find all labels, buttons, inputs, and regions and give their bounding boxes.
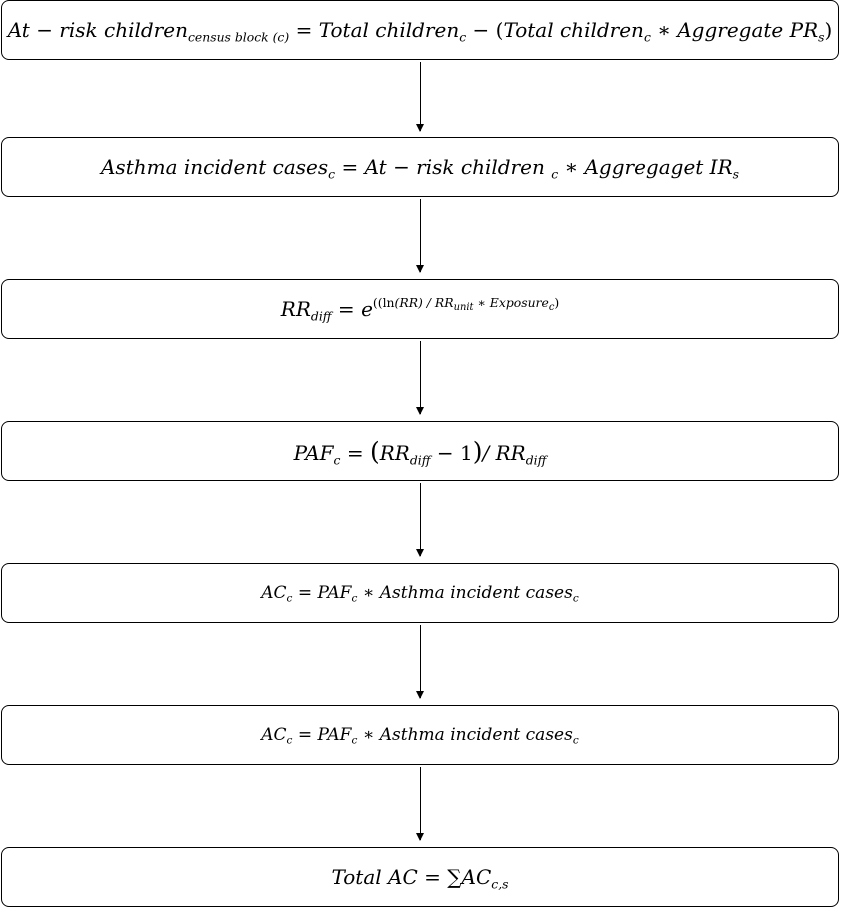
step-1-equation: At − risk childrencensus block (c) = Tot… [7, 18, 833, 45]
step-6-term-1: PAF [317, 725, 352, 745]
step-6-term-1-subscript: c [351, 734, 358, 747]
step-2-equals: = [335, 155, 365, 179]
step-5-term-1-subscript: c [351, 592, 358, 605]
step-1-term-3-subscript: s [818, 29, 825, 45]
step-7-equals: = [417, 865, 448, 889]
step-3-lhs-subscript: diff [310, 308, 332, 324]
flow-arrow-4 [416, 483, 424, 557]
step-2-lhs-subscript: c [328, 166, 336, 182]
step-7-term-1-subscript: c,s [491, 876, 509, 892]
step-5-term-1: PAF [317, 583, 352, 603]
step-3-equals: = [331, 297, 362, 321]
step-6-box: ACc = PAFc ∗ Asthma incident casesc [1, 705, 839, 765]
step-5-multiply: ∗ [357, 583, 380, 603]
step-4-equals: = [340, 440, 370, 465]
step-4-term-1-subscript: diff [409, 451, 431, 467]
step-5-box: ACc = PAFc ∗ Asthma incident casesc [1, 563, 839, 623]
step-4-term-1: RR [379, 440, 410, 465]
step-3-exponent-exposure: ∗ Exposure [473, 295, 549, 311]
flow-arrow-6 [416, 767, 424, 841]
step-4-minus-one: − 1 [430, 440, 473, 465]
flow-arrow-3 [416, 341, 424, 415]
step-1-term-1-subscript: c [459, 29, 467, 45]
step-6-term-2-subscript: c [572, 734, 579, 747]
step-1-term-2: Total children [503, 18, 644, 42]
step-6-multiply: ∗ [357, 725, 380, 745]
step-3-equation: RRdiff = e((ln(RR) / RRunit ∗ Exposurec) [280, 295, 560, 324]
step-5-equals: = [292, 583, 318, 603]
step-3-exponent-ln: ln [382, 295, 395, 311]
step-2-lhs: Asthma incident cases [100, 155, 329, 179]
step-1-multiply: ∗ [650, 18, 678, 42]
step-1-term-3: Aggregate PR [677, 18, 819, 42]
step-2-term-2-subscript: s [732, 166, 739, 182]
flow-arrow-1 [416, 62, 424, 132]
step-1-minus: − ( [466, 18, 504, 42]
step-7-summation: ∑ [447, 865, 462, 889]
step-2-box: Asthma incident casesc = At − risk child… [1, 137, 839, 197]
step-3-exponent-subscript: unit [453, 302, 474, 314]
step-5-term-2: Asthma incident cases [379, 583, 573, 603]
step-6-equation: ACc = PAFc ∗ Asthma incident casesc [261, 725, 579, 747]
step-3-exponent-middle: (RR) / RR [394, 295, 454, 311]
step-6-equals: = [292, 725, 318, 745]
step-3-base-e: e [361, 297, 373, 321]
step-1-box: At − risk childrencensus block (c) = Tot… [1, 0, 839, 60]
step-2-multiply: ∗ [558, 155, 585, 179]
step-4-equation: PAFc = (RRdiff − 1)/ RRdiff [294, 437, 547, 466]
step-3-exponent: ((ln(RR) / RRunit ∗ Exposurec) [372, 295, 560, 314]
step-2-equation: Asthma incident casesc = At − risk child… [100, 155, 739, 182]
step-3-exponent-subscript-2: c [548, 302, 555, 314]
step-5-equation: ACc = PAFc ∗ Asthma incident casesc [261, 583, 579, 605]
step-3-exponent-open: (( [372, 295, 383, 311]
step-5-lhs-subscript: c [286, 592, 293, 605]
flow-arrow-2 [416, 199, 424, 273]
step-4-lhs: PAF [293, 440, 334, 465]
step-7-equation: Total AC = ∑ACc,s [331, 865, 509, 892]
step-6-lhs: AC [261, 725, 287, 745]
step-7-term-1: AC [461, 865, 492, 889]
step-5-lhs: AC [261, 583, 287, 603]
step-1-term-1: Total children [318, 18, 460, 42]
step-4-box: PAFc = (RRdiff − 1)/ RRdiff [1, 421, 839, 481]
step-3-box: RRdiff = e((ln(RR) / RRunit ∗ Exposurec) [1, 279, 839, 339]
step-2-term-1: At − risk children [364, 155, 552, 179]
step-1-lhs: At − risk children [7, 18, 188, 42]
step-4-term-2-subscript: diff [525, 451, 547, 467]
flow-arrow-5 [416, 625, 424, 699]
step-3-exponent-close: ) [554, 295, 560, 311]
step-1-close-paren: ) [824, 18, 833, 42]
step-5-term-2-subscript: c [572, 592, 579, 605]
step-4-lhs-subscript: c [333, 451, 341, 467]
step-1-term-2-subscript: c [643, 29, 651, 45]
step-2-term-1-subscript: c [551, 166, 559, 182]
step-3-lhs: RR [280, 297, 311, 321]
step-4-divide: / RR [482, 440, 526, 465]
step-2-term-2: Aggregaget IR [584, 155, 733, 179]
step-6-term-2: Asthma incident cases [379, 725, 573, 745]
step-4-close-paren: ) [472, 436, 483, 466]
step-7-lhs: Total AC [331, 865, 418, 889]
step-6-lhs-subscript: c [286, 734, 293, 747]
step-4-open-paren: ( [369, 436, 380, 466]
step-1-equals: = [289, 18, 319, 42]
step-1-lhs-subscript: census block (c) [187, 29, 290, 45]
step-7-box: Total AC = ∑ACc,s [1, 847, 839, 907]
